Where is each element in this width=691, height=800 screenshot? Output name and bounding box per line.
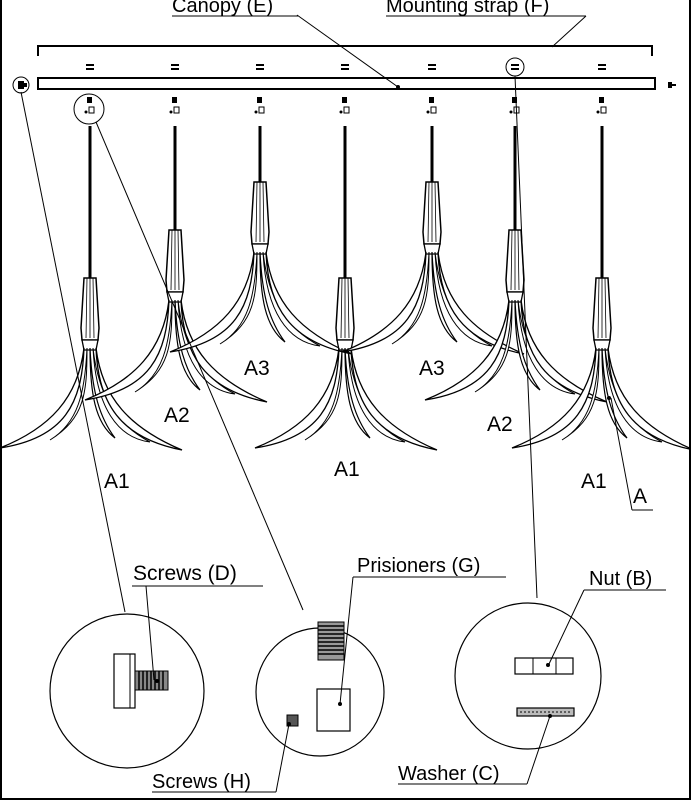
hole-icon: [84, 96, 95, 114]
pendant-a3: [168, 130, 354, 356]
detail-nut-washer: [454, 602, 602, 750]
label-a1: A1: [104, 470, 130, 493]
hole-icon: [509, 96, 520, 114]
pendant-a2: [423, 178, 609, 404]
label-washer: Washer (C): [398, 763, 499, 785]
strap-slot: [598, 64, 606, 70]
prisioner-block-icon: [316, 688, 351, 732]
label-a: A: [633, 485, 647, 508]
label-a1: A1: [334, 458, 360, 481]
label-a1: A1: [581, 470, 607, 493]
hole-icon: [596, 96, 607, 114]
label-a2: A2: [164, 404, 190, 427]
hole-icon: [426, 96, 437, 114]
pendant-a3: [340, 130, 526, 356]
nut-detail-circle: [505, 57, 525, 77]
prisioner-detail-circle: [73, 93, 105, 125]
hole-icon: [339, 96, 350, 114]
label-a2: A2: [487, 413, 513, 436]
nut-icon: [514, 657, 574, 675]
strap-slot: [511, 64, 519, 70]
hole-icon: [254, 96, 265, 114]
label-canopy: Canopy (E): [172, 0, 273, 17]
strap-slot: [86, 64, 94, 70]
label-nut: Nut (B): [589, 568, 652, 590]
label-mounting-strap: Mounting strap (F): [386, 0, 549, 17]
strap-slot: [256, 64, 264, 70]
screw-d-icon: [668, 82, 676, 88]
mounting-strap: [37, 45, 653, 56]
screw-d-head-icon: [113, 653, 136, 709]
canopy-bar: [37, 77, 656, 90]
strap-slot: [428, 64, 436, 70]
label-screws-d: Screws (D): [133, 562, 237, 585]
pendant-a2: [83, 178, 269, 404]
strap-slot: [171, 64, 179, 70]
pendant-a1: [510, 226, 691, 452]
label-screws-h: Screws (H): [152, 771, 251, 793]
screw-h-icon: [286, 714, 299, 727]
label-a3: A3: [244, 357, 270, 380]
label-prisioners: Prisioners (G): [357, 555, 480, 577]
label-a3: A3: [419, 357, 445, 380]
strap-slot: [341, 64, 349, 70]
hole-icon: [169, 96, 180, 114]
screw-d-icon: [18, 81, 27, 89]
